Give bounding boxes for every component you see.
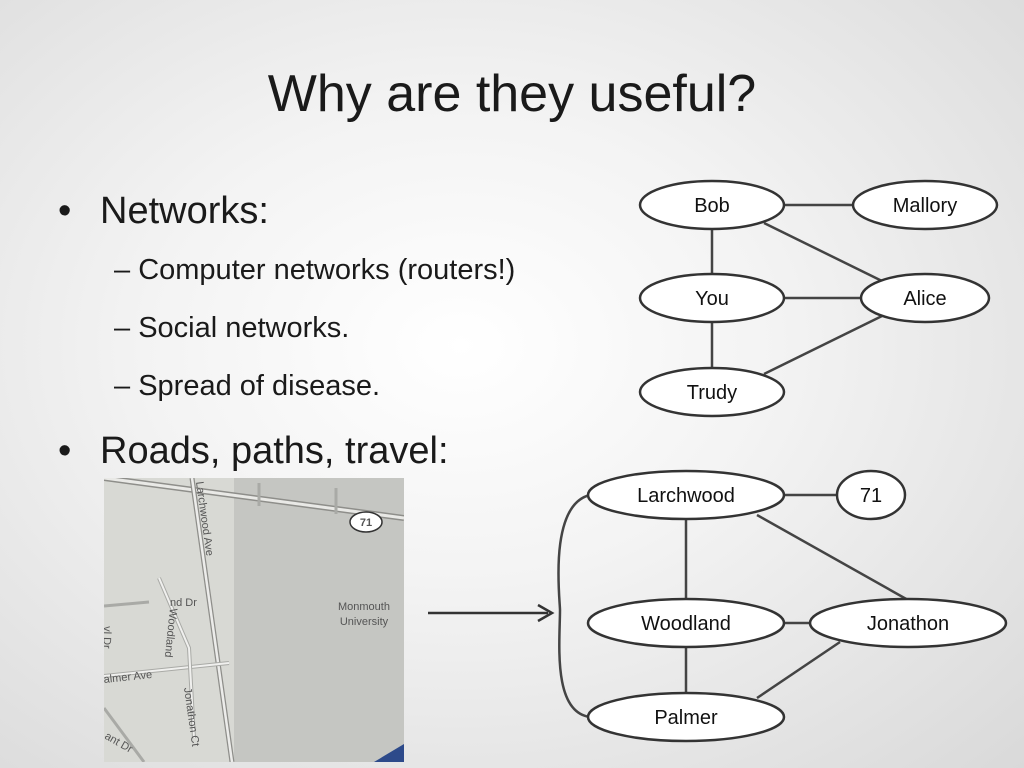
bullet-networks-label: Networks: bbox=[100, 190, 269, 232]
edge-bob-alice bbox=[763, 221, 883, 283]
sub-bullet-spread-disease: – Spread of disease. bbox=[114, 368, 380, 404]
map-route-label: 71 bbox=[360, 517, 372, 529]
edge-larchwood-jonathon bbox=[756, 513, 909, 602]
map-label-palmer: almer Ave bbox=[104, 669, 153, 686]
map-label-university-1: Monmouth bbox=[338, 601, 390, 613]
bullet-dot: • bbox=[58, 430, 72, 472]
edge-larchwood-palmer bbox=[557, 493, 591, 719]
map-label-nd-dr: nd Dr bbox=[170, 597, 197, 609]
sub-bullet-label: Social networks. bbox=[138, 312, 350, 344]
node-bob-label: Bob bbox=[694, 195, 730, 217]
sub-bullet-label: Computer networks (routers!) bbox=[138, 254, 516, 286]
social-graph-edges bbox=[710, 203, 883, 376]
bullet-roads-label: Roads, paths, travel: bbox=[100, 430, 449, 472]
map-label-vl-dr: vl Dr bbox=[104, 626, 113, 649]
map-label-university-2: University bbox=[340, 616, 389, 628]
sub-bullet-social-networks: – Social networks. bbox=[114, 310, 349, 346]
node-trudy bbox=[638, 366, 786, 418]
map-to-graph-arrow bbox=[428, 603, 555, 623]
dash: – bbox=[114, 370, 131, 402]
node-mallory-label: Mallory bbox=[893, 195, 957, 217]
node-bob bbox=[638, 179, 786, 231]
edge-palmer-jonathon bbox=[756, 640, 841, 700]
edge-trudy-alice bbox=[763, 314, 883, 376]
node-larchwood bbox=[586, 469, 786, 521]
node-alice bbox=[859, 272, 991, 324]
sub-bullet-computer-networks: – Computer networks (routers!) bbox=[114, 252, 515, 288]
slide-title: Why are they useful? bbox=[267, 65, 757, 123]
node-jonathon bbox=[808, 597, 1008, 649]
road-graph-nodes: Larchwood 71 Woodland Jonathon Palmer bbox=[586, 469, 1008, 743]
node-palmer bbox=[586, 691, 786, 743]
dash: – bbox=[114, 254, 131, 286]
node-jonathon-label: Jonathon bbox=[867, 613, 949, 635]
node-woodland-label: Woodland bbox=[641, 613, 731, 635]
node-alice-label: Alice bbox=[903, 288, 946, 310]
social-graph-nodes: Bob Mallory You Alice Trudy bbox=[638, 179, 999, 418]
node-mallory bbox=[851, 179, 999, 231]
dash: – bbox=[114, 312, 131, 344]
node-palmer-label: Palmer bbox=[654, 707, 718, 729]
node-71 bbox=[835, 469, 907, 521]
node-woodland bbox=[586, 597, 786, 649]
map-image: 71 Larchwood Ave Monmouth University nd … bbox=[104, 478, 404, 762]
bullet-dot: • bbox=[58, 190, 72, 232]
map-label-woodland: Woodland bbox=[162, 608, 179, 658]
node-you bbox=[638, 272, 786, 324]
road-graph-edges bbox=[557, 493, 909, 719]
node-you-label: You bbox=[695, 288, 729, 310]
node-trudy-label: Trudy bbox=[687, 382, 737, 404]
route-71-shield bbox=[349, 511, 383, 533]
node-71-label: 71 bbox=[860, 485, 882, 507]
sub-bullet-label: Spread of disease. bbox=[138, 370, 381, 402]
node-larchwood-label: Larchwood bbox=[637, 485, 735, 507]
